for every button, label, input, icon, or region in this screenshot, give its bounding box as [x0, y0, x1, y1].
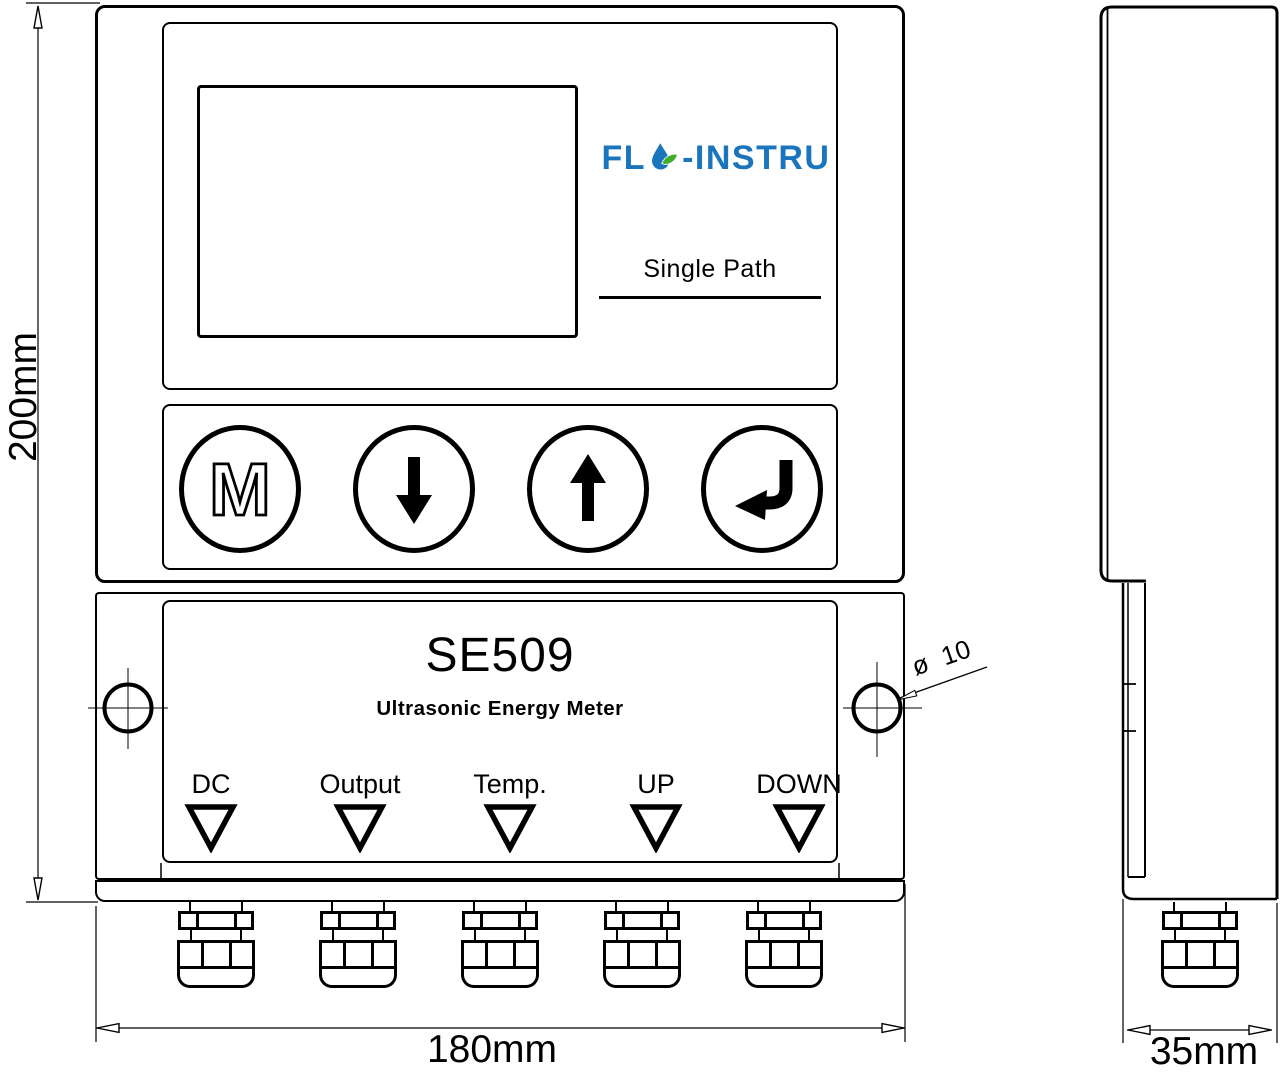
terminal-triangle-icon	[333, 804, 387, 853]
cable-gland	[319, 902, 397, 988]
m-key-glyph: M	[209, 448, 271, 531]
front-top-cover	[95, 5, 905, 583]
display-panel	[162, 22, 838, 390]
height-dimension-label: 200mm	[2, 332, 45, 462]
arrow-up-icon	[570, 454, 606, 521]
cable-gland	[461, 902, 539, 988]
model-label: SE509	[425, 629, 575, 682]
keypad-panel	[162, 404, 838, 570]
side-view	[1099, 5, 1279, 901]
bottom-flange	[95, 880, 905, 902]
cable-gland	[177, 902, 255, 988]
side-hole-marks	[1123, 683, 1136, 732]
brand-logo: FL -INSTRU	[592, 138, 840, 178]
logo-text-prefix: FL	[601, 138, 647, 177]
terminal-label: UP	[637, 769, 675, 799]
height-dimension	[26, 2, 100, 903]
m-icon: M	[208, 447, 272, 533]
device-type-label: Ultrasonic Energy Meter	[376, 697, 624, 720]
terminal-label: DC	[191, 769, 231, 799]
lcd-screen	[197, 85, 578, 338]
button-enter	[701, 425, 823, 553]
cable-gland-side	[1161, 902, 1239, 988]
depth-dimension-label: 35mm	[1150, 1030, 1258, 1073]
cable-gland	[745, 902, 823, 988]
cable-gland	[603, 902, 681, 988]
terminal-dc: DC	[151, 769, 271, 853]
width-dimension-label: 180mm	[427, 1028, 557, 1071]
arrow-down-icon	[396, 457, 432, 524]
terminal-down: DOWN	[739, 769, 859, 853]
terminal-label: DOWN	[756, 769, 842, 799]
terminal-temp: Temp.	[450, 769, 570, 853]
terminal-triangle-icon	[629, 804, 683, 853]
terminal-triangle-icon	[772, 804, 826, 853]
terminal-output: Output	[300, 769, 420, 853]
hole-diameter-label: ø 10	[908, 634, 975, 682]
terminal-up: UP	[596, 769, 716, 853]
water-drop-icon	[652, 143, 679, 170]
logo-text-suffix: -INSTRU	[682, 138, 831, 177]
tagline-text: Single Path	[643, 255, 777, 283]
button-menu: M	[179, 425, 301, 553]
hole-diameter-leader	[896, 666, 988, 701]
enter-icon	[735, 460, 793, 520]
terminal-triangle-icon	[184, 804, 238, 853]
button-up	[527, 425, 649, 553]
terminal-triangle-icon	[483, 804, 537, 853]
button-down	[353, 425, 475, 553]
terminal-label: Output	[319, 769, 401, 799]
tagline-underline	[599, 296, 821, 299]
terminal-label: Temp.	[473, 769, 547, 799]
